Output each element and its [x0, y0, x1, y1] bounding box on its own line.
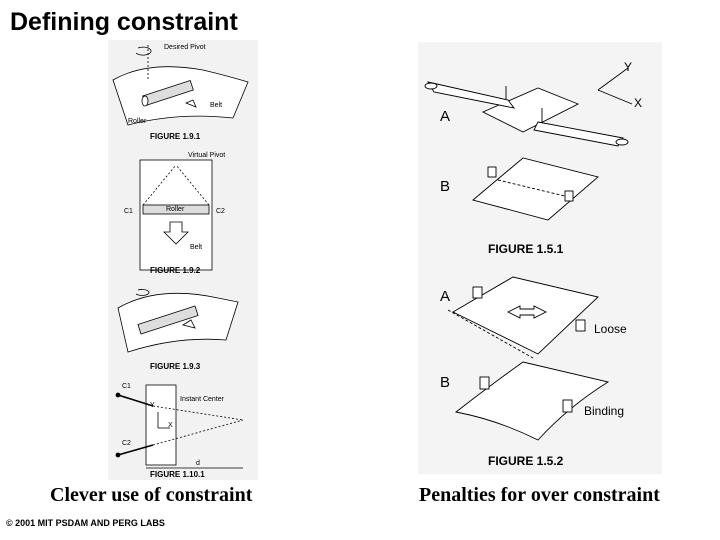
c1-label-2: C1 — [124, 208, 133, 215]
belt-label-1: Belt — [210, 102, 223, 109]
virtual-pivot-label: Virtual Pivot — [188, 152, 226, 159]
fig-1-9-3-caption: FIGURE 1.9.3 — [150, 362, 201, 371]
axis-x-label: X — [634, 96, 643, 110]
fig-1-5-2-label-b: B — [440, 374, 451, 391]
left-caption: Clever use of constraint — [50, 484, 253, 506]
belt-label-2: Belt — [190, 244, 203, 251]
fig-1-5-2-b-drawing — [454, 361, 610, 441]
right-caption: Penalties for over constraint — [419, 484, 660, 506]
fig-1-10-1-caption: FIGURE 1.10.1 — [150, 470, 205, 479]
desired-pivot-label: Desired Pivot — [164, 44, 206, 51]
x-label: X — [168, 422, 173, 429]
left-figure-panel: Desired Pivot Belt Roller FIGURE 1.9.1 V… — [108, 40, 258, 480]
c2-label-2: C2 — [216, 208, 225, 215]
fig-1-9-1-drawing — [112, 45, 249, 126]
fig-1-9-3-drawing — [117, 289, 239, 353]
d-label: d — [196, 460, 200, 467]
fig-1-5-1-caption: FIGURE 1.5.1 — [488, 242, 564, 256]
fig-1-5-2-caption: FIGURE 1.5.2 — [488, 454, 564, 468]
fig-1-5-1-label-a: A — [440, 108, 451, 125]
fig-1-5-1-a-drawing — [424, 67, 633, 147]
axis-y-label: Y — [624, 60, 633, 74]
y-label: Y — [150, 402, 155, 409]
left-figures-drawing — [108, 40, 258, 480]
slide-title: Defining constraint — [10, 8, 238, 36]
binding-label: Binding — [584, 404, 625, 418]
fig-1-9-1-caption: FIGURE 1.9.1 — [150, 132, 201, 141]
fig-1-10-1-drawing — [115, 384, 244, 469]
fig-1-5-2-label-a: A — [440, 288, 451, 305]
roller-label-1: Roller — [128, 118, 147, 125]
fig-1-9-2-drawing — [139, 159, 213, 271]
right-figure-panel: A Y X B FIGURE 1.5.1 A Loose B Binding F… — [418, 42, 662, 474]
roller-label-2: Roller — [166, 206, 185, 213]
fig-1-5-2-a-drawing — [447, 276, 599, 359]
c2-label-3: C2 — [122, 440, 131, 447]
fig-1-5-1-label-b: B — [440, 178, 451, 195]
c1-label-3: C1 — [122, 383, 131, 390]
fig-1-9-2-caption: FIGURE 1.9.2 — [150, 266, 201, 275]
copyright-footer: © 2001 MIT PSDAM AND PERG LABS — [6, 518, 165, 528]
right-figures-drawing — [418, 42, 662, 474]
instant-center-label: Instant Center — [180, 396, 224, 403]
loose-label: Loose — [594, 322, 627, 336]
fig-1-5-1-b-drawing — [472, 157, 599, 221]
